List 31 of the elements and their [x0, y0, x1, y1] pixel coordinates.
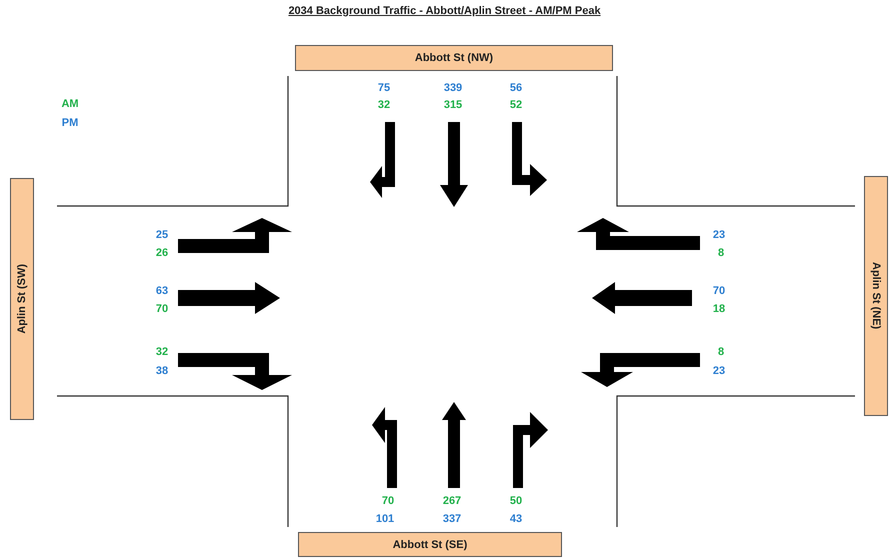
street-name-box: Aplin St (SW) [10, 178, 34, 420]
traffic-volume: 70 [156, 303, 168, 315]
traffic-volume: 38 [156, 365, 168, 377]
traffic-volume: 43 [510, 513, 522, 525]
traffic-volume: 32 [378, 99, 390, 111]
traffic-volume: 70 [712, 285, 726, 297]
traffic-volume: 339 [444, 82, 462, 94]
traffic-volume: 18 [712, 303, 726, 315]
traffic-volume: 32 [156, 346, 168, 358]
traffic-volume: 56 [510, 82, 522, 94]
traffic-volume: 23 [712, 365, 726, 377]
legend-text: PM [62, 117, 78, 129]
traffic-volume: 8 [718, 247, 724, 259]
traffic-volume: 75 [378, 82, 390, 94]
traffic-volume: 50 [510, 495, 522, 507]
traffic-volume: 337 [442, 513, 462, 525]
diagram-title: 2034 Background Traffic - Abbott/Aplin Street - AM/PM Peak [287, 5, 602, 17]
traffic-volume: 8 [718, 346, 724, 358]
traffic-volume: 25 [156, 229, 168, 241]
street-name-box: Aplin St (NE) [864, 176, 888, 416]
street-name-box: Abbott St (SE) [298, 532, 562, 557]
street-name-box: Abbott St (NW) [295, 45, 613, 71]
traffic-volume: 23 [712, 229, 726, 241]
traffic-volume: 267 [442, 495, 462, 507]
legend-text: AM [61, 98, 79, 110]
traffic-volume: 26 [156, 247, 168, 259]
traffic-volume: 63 [156, 285, 168, 297]
traffic-volume: 52 [510, 99, 522, 111]
traffic-volume: 101 [376, 513, 394, 525]
traffic-volume: 70 [382, 495, 394, 507]
traffic-volume: 315 [444, 99, 462, 111]
